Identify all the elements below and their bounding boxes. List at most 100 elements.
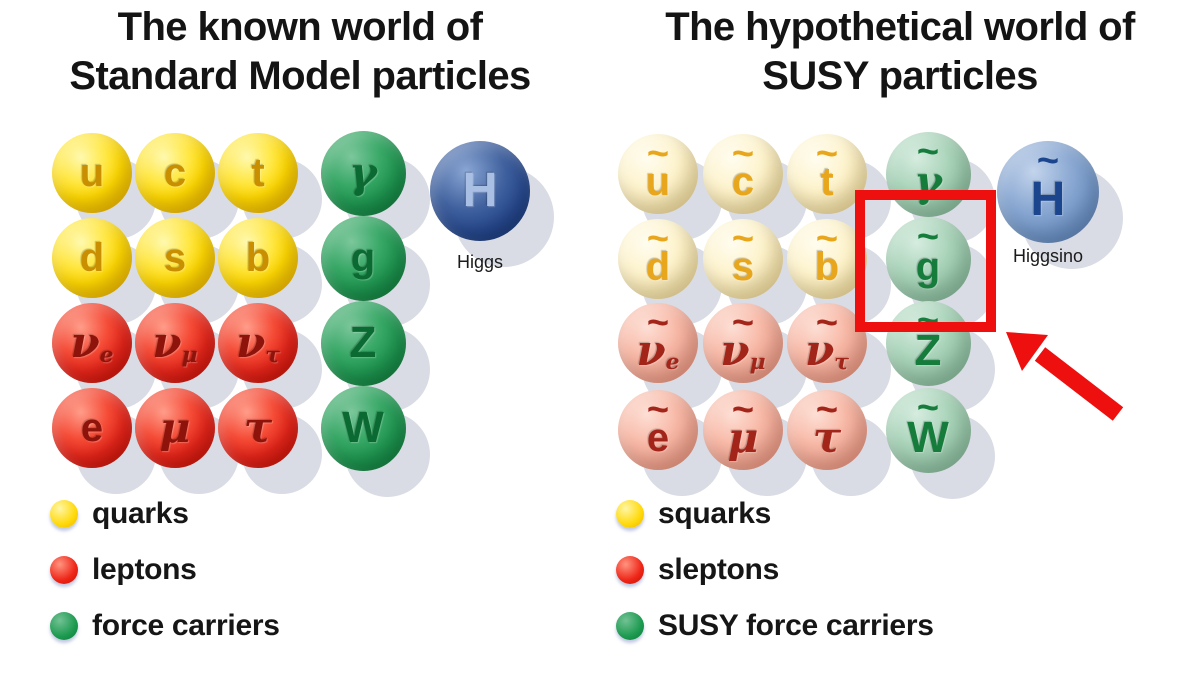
particle-letter: t xyxy=(820,159,834,204)
particle-letter: μ xyxy=(159,403,191,452)
particle-symbol: ~νe xyxy=(618,303,698,383)
tilde-mark: ~ xyxy=(815,133,839,175)
particle-letter: Z xyxy=(349,318,377,367)
legend-label: leptons xyxy=(92,553,197,586)
tilde-mark: ~ xyxy=(646,133,670,175)
legend-label: force carriers xyxy=(92,609,280,642)
sphere-u: u xyxy=(52,133,132,213)
tilde-mark: ~ xyxy=(731,133,755,175)
sphere-nu-e-tilde: ~νe xyxy=(618,303,698,383)
sphere-t-tilde: ~t xyxy=(787,134,867,214)
particle-letter: e xyxy=(80,406,104,450)
sphere-gamma-tilde: ~γ xyxy=(885,130,971,217)
particle-letter: νμ xyxy=(152,318,198,368)
particle-letter: u xyxy=(79,151,105,195)
title-line-2: Standard Model particles xyxy=(69,54,531,98)
particle-letter: b xyxy=(814,244,840,289)
particle-letter: μ xyxy=(727,412,759,462)
sphere-c: c xyxy=(135,133,215,213)
sphere-d-tilde: ~d xyxy=(618,219,698,299)
sphere-tau: τ xyxy=(218,388,298,468)
particle-letter: d xyxy=(79,236,105,280)
legend-item-squarks: squarks xyxy=(616,497,934,531)
particle-letter: c xyxy=(731,159,755,204)
particle-subscript: τ xyxy=(834,349,849,376)
particle-letter: τ xyxy=(243,403,273,452)
sphere-mu-tilde: ~μ xyxy=(703,390,783,470)
higgs-label: Higgs xyxy=(456,252,504,272)
particle-letter: γ xyxy=(349,148,377,197)
particle-symbol: ~μ xyxy=(703,390,783,470)
particle-letter: c xyxy=(163,151,187,195)
particle-symbol: ~g xyxy=(886,217,971,302)
particle-letter: Z xyxy=(914,325,942,375)
tilde-mark: ~ xyxy=(815,389,839,431)
title-susy: The hypothetical world of SUSY particles xyxy=(600,3,1200,101)
particle-symbol: ~b xyxy=(787,219,867,299)
tilde-mark: ~ xyxy=(731,218,755,260)
squarks-dot-icon xyxy=(616,500,644,528)
sphere-h: H xyxy=(430,141,530,241)
sphere-t: t xyxy=(218,133,298,213)
tilde-mark: ~ xyxy=(916,386,940,429)
particle-symbol: ~νμ xyxy=(703,303,783,383)
tilde-mark: ~ xyxy=(1036,140,1060,182)
legend-label: quarks xyxy=(92,497,189,530)
particle-letter: H xyxy=(462,164,498,217)
particle-symbol: Z xyxy=(321,301,406,386)
legend-item-quarks: quarks xyxy=(50,497,280,531)
particle-symbol: ~W xyxy=(886,388,971,473)
particle-letter: g xyxy=(350,236,376,280)
particle-subscript: μ xyxy=(749,349,766,376)
particle-symbol: ~τ xyxy=(787,390,867,470)
particle-symbol: ~s xyxy=(703,219,783,299)
legend-item-sleptons: sleptons xyxy=(616,553,934,587)
particle-symbol: c xyxy=(135,133,215,213)
sleptons-dot-icon xyxy=(616,556,644,584)
tilde-mark: ~ xyxy=(815,302,839,344)
particle-symbol: b xyxy=(218,218,298,298)
sphere-tau-tilde: ~τ xyxy=(787,390,867,470)
particle-letter: s xyxy=(731,244,755,289)
tilde-mark: ~ xyxy=(731,389,755,431)
particle-symbol: u xyxy=(52,133,132,213)
particle-symbol: ~H xyxy=(997,141,1099,243)
particle-letter: νe xyxy=(70,318,114,368)
particle-symbol: νμ xyxy=(135,303,215,383)
particle-letter: ντ xyxy=(236,318,280,368)
particle-letter: τ xyxy=(812,412,842,462)
legend-susy: squarks sleptons SUSY force carriers xyxy=(616,497,934,665)
particle-symbol: ~e xyxy=(618,390,698,470)
particle-letter: ντ xyxy=(805,325,849,376)
sphere-nu-mu: νμ xyxy=(135,303,215,383)
particle-symbol: ~u xyxy=(618,134,698,214)
legend-label: squarks xyxy=(658,497,771,530)
particle-symbol: t xyxy=(218,133,298,213)
sphere-g-tilde: ~g xyxy=(885,216,971,302)
sphere-s: s xyxy=(135,218,215,298)
sphere-nu-e: νe xyxy=(52,303,132,383)
particle-symbol: H xyxy=(430,141,530,241)
tilde-mark: ~ xyxy=(646,218,670,260)
tilde-mark: ~ xyxy=(815,218,839,260)
sphere-mu: μ xyxy=(135,388,215,468)
particle-symbol: ντ xyxy=(218,303,298,383)
particle-symbol: ~d xyxy=(618,219,698,299)
title-line-1: The hypothetical world of xyxy=(665,5,1135,49)
tilde-mark: ~ xyxy=(646,389,670,431)
particle-letter: νμ xyxy=(720,325,766,376)
sphere-u-tilde: ~u xyxy=(618,134,698,214)
tilde-mark: ~ xyxy=(916,130,940,173)
susy-force-carriers-dot-icon xyxy=(616,612,644,640)
sphere-b: b xyxy=(218,218,298,298)
particle-letter: νe xyxy=(636,325,680,376)
sphere-d: d xyxy=(52,218,132,298)
title-line-1: The known world of xyxy=(117,5,483,49)
title-standard-model: The known world of Standard Model partic… xyxy=(0,3,600,101)
particle-letter: W xyxy=(342,403,384,452)
particle-letter: b xyxy=(245,236,271,280)
sphere-c-tilde: ~c xyxy=(703,134,783,214)
particle-letter: H xyxy=(1030,172,1066,226)
sphere-gamma: γ xyxy=(320,130,406,216)
